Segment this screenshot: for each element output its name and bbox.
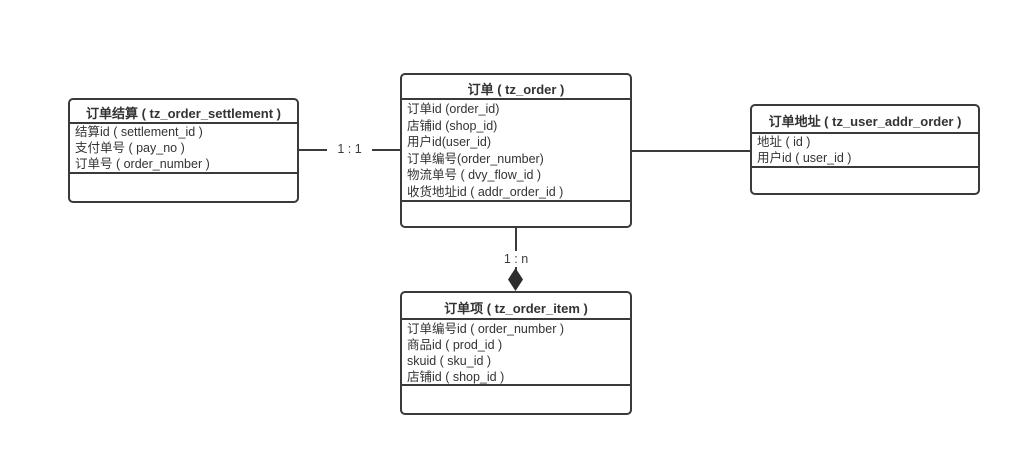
- connector-order-address: [631, 150, 751, 152]
- entity-field-list: 地址 ( id ) 用户id ( user_id ): [752, 134, 978, 168]
- field-row: 商品id ( prod_id ): [407, 338, 503, 352]
- entity-footer: [752, 168, 978, 193]
- entity-title-order-item: 订单项 ( tz_order_item ): [402, 293, 630, 320]
- entity-order-settlement: 订单结算 ( tz_order_settlement ) 结算id ( sett…: [68, 98, 299, 203]
- field-row: 地址 ( id ): [757, 135, 811, 149]
- entity-order-item: 订单项 ( tz_order_item ) 订单编号id ( order_num…: [400, 291, 632, 415]
- relation-label-one-to-one: 1 : 1: [327, 141, 372, 157]
- field-row: 物流单号 ( dvy_flow_id ): [407, 168, 542, 183]
- diamond-arrowhead-icon: [508, 268, 523, 291]
- entity-order: 订单 ( tz_order ) 订单id (order_id) 店铺id (sh…: [400, 73, 632, 228]
- field-row: 收货地址id ( addr_order_id ): [407, 184, 564, 199]
- field-row: 结算id ( settlement_id ): [75, 125, 203, 139]
- field-row: 订单编号(order_number): [407, 151, 544, 166]
- field-row: 用户id ( user_id ): [757, 150, 852, 165]
- entity-footer: [402, 202, 630, 226]
- entity-field-list: 结算id ( settlement_id ) 支付单号 ( pay_no ) 订…: [70, 124, 297, 174]
- field-row: 支付单号 ( pay_no ): [75, 140, 185, 155]
- connector-order-item: [515, 227, 517, 272]
- entity-title-order: 订单 ( tz_order ): [402, 75, 630, 100]
- entity-title-order-settlement: 订单结算 ( tz_order_settlement ): [70, 100, 297, 124]
- relation-label-one-to-many: 1 : n: [493, 251, 539, 267]
- entity-title-user-addr-order: 订单地址 ( tz_user_addr_order ): [752, 106, 978, 134]
- field-row: 订单编号id ( order_number ): [407, 322, 564, 336]
- field-row: 用户id(user_id): [407, 135, 492, 150]
- field-row: 订单id (order_id): [407, 102, 500, 116]
- field-row: 店铺id (shop_id): [407, 118, 498, 133]
- entity-user-addr-order: 订单地址 ( tz_user_addr_order ) 地址 ( id ) 用户…: [750, 104, 980, 195]
- entity-footer: [402, 386, 630, 413]
- field-row: skuid ( sku_id ): [407, 354, 492, 368]
- entity-footer: [70, 174, 297, 201]
- field-row: 订单号 ( order_number ): [75, 156, 210, 171]
- entity-field-list: 订单id (order_id) 店铺id (shop_id) 用户id(user…: [402, 100, 630, 202]
- field-row: 店铺id ( shop_id ): [407, 370, 505, 384]
- entity-field-list: 订单编号id ( order_number ) 商品id ( prod_id )…: [402, 320, 630, 386]
